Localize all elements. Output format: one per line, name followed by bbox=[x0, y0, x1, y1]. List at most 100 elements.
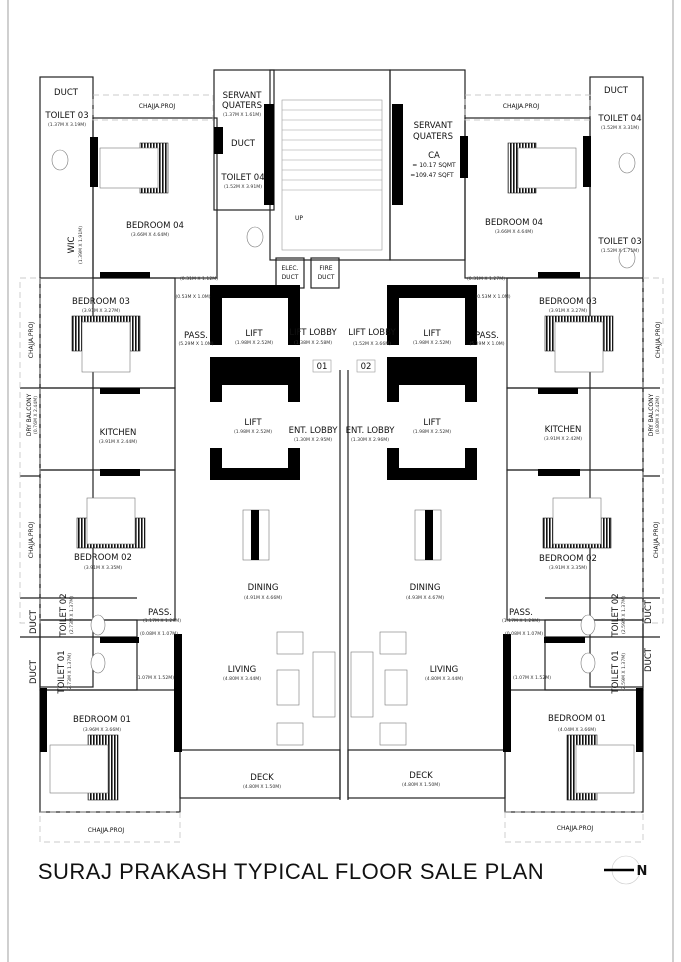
bed bbox=[81, 321, 131, 373]
room-label: TOILET 03 bbox=[597, 237, 641, 247]
room-size: (1.17M X 1.29M) bbox=[502, 618, 540, 624]
room-label: DINING bbox=[248, 583, 279, 593]
room-size: (4.93M X 4.67M) bbox=[406, 595, 444, 601]
bed bbox=[99, 147, 159, 189]
toilet-wc bbox=[90, 652, 106, 674]
room-label: LIFT bbox=[423, 329, 441, 339]
armchair bbox=[379, 722, 407, 746]
room-label: LIFT LOBBY bbox=[289, 328, 337, 338]
armchair bbox=[276, 631, 304, 655]
room-label: WIC bbox=[67, 237, 77, 254]
right-unit-labels: DUCT TOILET 04 (1.52M X 3.31M) CHAJJA.PR… bbox=[346, 86, 662, 832]
room-label: LIFT bbox=[245, 329, 263, 339]
room-size: (1.52M X 3.31M) bbox=[601, 125, 639, 131]
room-label: QUATERS bbox=[222, 101, 262, 111]
dimension-label: (1.07M X 1.52M) bbox=[513, 675, 551, 681]
room-size: (1.37M X 3.19M) bbox=[48, 122, 86, 128]
lift-core-left bbox=[210, 285, 300, 480]
toilet-wc bbox=[246, 226, 264, 248]
toilet-wc bbox=[618, 247, 636, 269]
room-size: (1.30M X 2.95M) bbox=[294, 437, 332, 443]
room-size: (1.38M X 2.58M) bbox=[294, 340, 332, 346]
staircase bbox=[281, 99, 383, 251]
room-label: TOILET 04 bbox=[597, 114, 641, 124]
room-size: (4.80M X 1.50M) bbox=[402, 782, 440, 788]
coffee-table bbox=[384, 669, 408, 706]
room-size: (3.91M X 2.44M) bbox=[99, 439, 137, 445]
flat-number-02: 02 bbox=[361, 362, 372, 372]
room-label: LIFT bbox=[244, 418, 262, 428]
sofa bbox=[312, 651, 336, 718]
room-size: (4.80M X 1.50M) bbox=[243, 784, 281, 790]
room-size: (2.59M X 1.37M) bbox=[621, 596, 627, 634]
room-label: DUCT bbox=[29, 609, 39, 634]
chajja-label: CHAJJA.PROJ bbox=[88, 827, 125, 834]
room-size: (0.80M X 2.42M) bbox=[655, 396, 661, 434]
room-size: (5.29M X 1.0M) bbox=[469, 341, 504, 347]
chajja-label: CHAJJA.PROJ bbox=[139, 103, 176, 110]
room-size: (1.98M X 2.52M) bbox=[234, 429, 272, 435]
north-label: N bbox=[637, 864, 648, 879]
elec-duct-label: ELEC. bbox=[281, 265, 298, 272]
room-label: QUATERS bbox=[413, 132, 453, 142]
room-label: SERVANT bbox=[223, 91, 263, 101]
bed bbox=[552, 497, 602, 545]
room-label: DINING bbox=[410, 583, 441, 593]
chajja-label: CHAJJA.PROJ bbox=[503, 103, 540, 110]
room-size: (1.30M X 2.96M) bbox=[351, 437, 389, 443]
up-label: UP bbox=[295, 215, 303, 222]
room-size: (5.29M X 1.0M) bbox=[178, 341, 213, 347]
toilet-wc bbox=[51, 149, 69, 171]
carpet-area-sqmt: = 10.17 SQMT bbox=[412, 162, 456, 169]
chajja-label: CHAJJA.PROJ bbox=[557, 825, 594, 832]
room-label: PASS. bbox=[475, 331, 499, 341]
north-arrow-icon: N bbox=[604, 855, 648, 885]
plan-title: SURAJ PRAKASH TYPICAL FLOOR SALE PLAN bbox=[38, 859, 544, 884]
room-label: BEDROOM 02 bbox=[539, 554, 597, 564]
room-size: (1.98M X 2.52M) bbox=[413, 429, 451, 435]
toilet-wc bbox=[618, 152, 636, 174]
armchair bbox=[276, 722, 304, 746]
fire-duct-label: DUCT bbox=[318, 274, 335, 281]
bed bbox=[86, 497, 136, 545]
room-label: DUCT bbox=[29, 659, 39, 684]
dimension-label: (0.31M X 1.27M) bbox=[467, 276, 505, 282]
room-label: PASS. bbox=[509, 608, 533, 618]
bed bbox=[49, 744, 109, 794]
room-size: (1.98M X 2.52M) bbox=[235, 340, 273, 346]
room-label: TOILET 04 bbox=[220, 173, 264, 183]
room-size: (2.73M X 1.37M) bbox=[67, 653, 73, 691]
room-label: DUCT bbox=[644, 599, 654, 624]
room-size: (3.91M X 3.27M) bbox=[549, 308, 587, 314]
carpet-area-sqft: =109.47 SQFT bbox=[410, 172, 454, 179]
structural-columns bbox=[40, 104, 643, 752]
room-label: DUCT bbox=[54, 88, 79, 98]
room-label: DECK bbox=[250, 773, 274, 783]
room-size: (1.17M X 1.29M) bbox=[143, 618, 181, 624]
lift-core-right bbox=[387, 285, 477, 480]
room-size: (3.91M X 3.35M) bbox=[549, 565, 587, 571]
room-label: TOILET 01 bbox=[57, 650, 67, 694]
flat-number-01: 01 bbox=[317, 362, 328, 372]
furniture bbox=[49, 142, 636, 801]
bed bbox=[517, 147, 577, 189]
room-label: BEDROOM 04 bbox=[485, 218, 543, 228]
chajja-label: CHAJJA.PROJ bbox=[653, 522, 660, 559]
room-label: PASS. bbox=[184, 331, 208, 341]
room-size: (3.91M X 2.42M) bbox=[544, 436, 582, 442]
chajja-outlines bbox=[19, 94, 664, 843]
room-label: DRY BALCONY bbox=[26, 393, 33, 436]
room-label: LIVING bbox=[228, 665, 257, 675]
room-label: KITCHEN bbox=[545, 425, 582, 435]
armchair bbox=[379, 631, 407, 655]
bed bbox=[554, 321, 604, 373]
coffee-table bbox=[276, 669, 300, 706]
room-label: TOILET 02 bbox=[611, 593, 621, 637]
room-label: LIFT LOBBY bbox=[348, 328, 396, 338]
room-label: TOILET 02 bbox=[59, 593, 69, 637]
room-label: KITCHEN bbox=[100, 428, 137, 438]
room-size: (0.76M X 2.44M) bbox=[33, 396, 39, 434]
room-label: ENT. LOBBY bbox=[346, 426, 396, 436]
room-label: BEDROOM 01 bbox=[73, 715, 131, 725]
